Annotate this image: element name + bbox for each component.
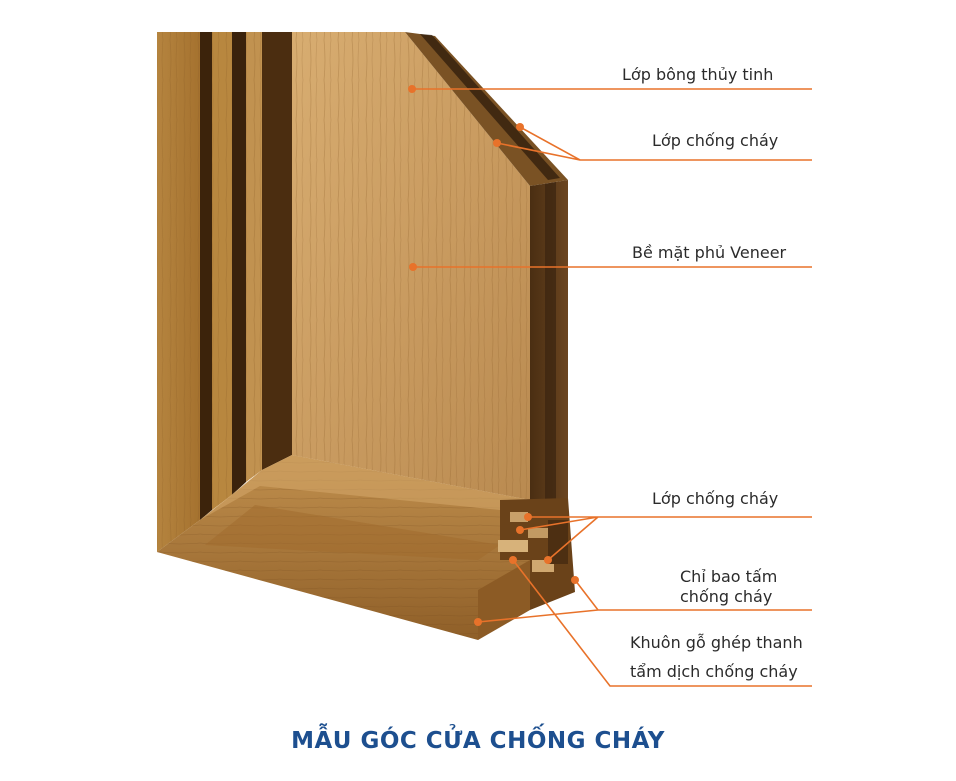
label-frame-line1: Khuôn gỗ ghép thanh — [630, 633, 803, 652]
panel-edge-section — [405, 32, 568, 508]
door-frame-left — [157, 32, 292, 552]
door-frame-bottom — [157, 455, 575, 640]
label-fireproof-layer-bottom: Lớp chống cháy — [652, 489, 779, 508]
leader-fireproof-top — [496, 126, 812, 161]
label-trim-line1: Chỉ bao tấm — [680, 567, 778, 586]
label-frame-line2: tẩm dịch chống cháy — [630, 662, 798, 681]
label-glass-wool-layer: Lớp bông thủy tinh — [622, 65, 774, 84]
leader-lines — [412, 88, 812, 687]
leader-fireproof-bottom — [519, 516, 812, 561]
caption-title: MẪU GÓC CỬA CHỐNG CHÁY — [291, 728, 665, 754]
leader-dots — [408, 85, 579, 626]
label-veneer-surface: Bề mặt phủ Veneer — [632, 243, 787, 262]
label-fireproof-layer-top: Lớp chống cháy — [652, 131, 779, 150]
leader-trim — [477, 579, 812, 623]
leader-frame — [512, 559, 812, 687]
label-trim-line2: chống cháy — [680, 587, 773, 606]
